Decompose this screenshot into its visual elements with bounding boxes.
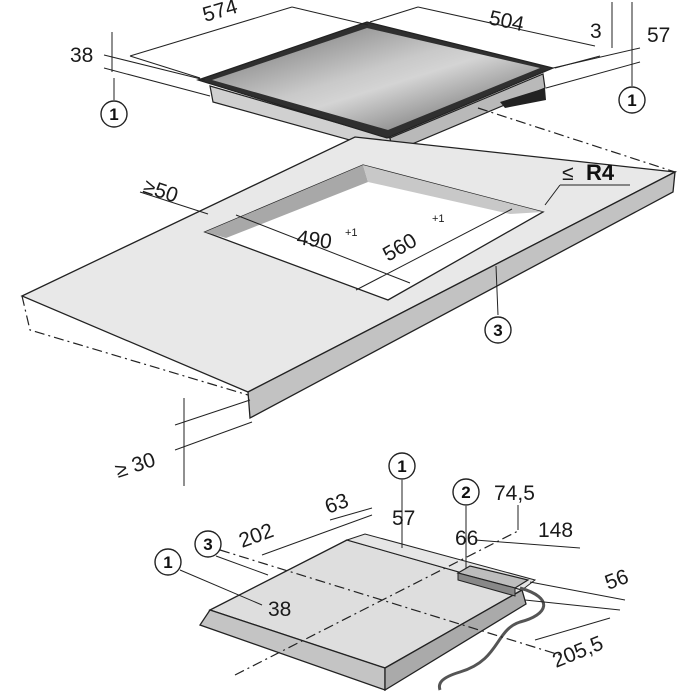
dim-202-label: 202 <box>236 519 277 553</box>
dim-line-574 <box>129 6 293 57</box>
dim-560-tol: +1 <box>432 213 445 225</box>
ext-line <box>369 6 419 23</box>
callout-3-worktop-label: 3 <box>493 321 502 340</box>
worktop-view: ≥50 490 +1 560 +1 ≤ R4 3 ≥ 30 <box>20 107 678 486</box>
ext-line <box>552 47 641 69</box>
dim-line-63 <box>329 507 373 521</box>
callout-2-connection-icon <box>452 478 480 506</box>
dim-38-label: 38 <box>70 44 93 67</box>
callout-leader <box>495 265 499 316</box>
worktop-continuation-back <box>477 107 676 173</box>
underside-body <box>208 539 524 669</box>
r4-label: R4 <box>586 160 615 185</box>
dim-490-tol: +1 <box>345 227 358 239</box>
callout-1-underside-top-label: 1 <box>397 457 406 476</box>
dim-57-under-label: 57 <box>392 507 415 530</box>
connection-box-side <box>457 572 516 597</box>
dim-line-504 <box>417 6 596 47</box>
dim-574-label: 574 <box>200 0 240 27</box>
r4-sign: ≤ <box>562 162 574 185</box>
dim-66-label: 66 <box>455 527 478 550</box>
dim-38-under-label: 38 <box>268 598 291 621</box>
callout-3-underside-label: 3 <box>203 535 212 554</box>
callout-3-worktop-icon <box>484 316 512 344</box>
cutout-inner-wall-back <box>205 165 368 238</box>
mains-cable <box>437 586 546 691</box>
cooktop-shadow <box>500 88 546 108</box>
ext-line <box>291 6 369 26</box>
callout-leader <box>215 555 269 576</box>
callout-1-left-label: 1 <box>109 105 118 124</box>
axis-line-2 <box>234 529 521 676</box>
ext-line <box>174 421 253 451</box>
cooktop-glass-surface <box>212 28 540 130</box>
callout-1-left-icon <box>100 100 128 128</box>
dim-148-label: 148 <box>538 519 573 542</box>
dim-56-label: 56 <box>602 565 632 595</box>
r4-leader <box>544 184 561 206</box>
underside-body-right <box>384 589 527 692</box>
callout-1-underside-top-icon <box>388 452 416 480</box>
ext-line <box>174 399 251 426</box>
dim-line-490 <box>235 214 411 284</box>
dim-57-label: 57 <box>647 24 670 47</box>
dim-63-label: 63 <box>322 489 352 519</box>
callout-1-underside-left-icon <box>154 548 182 576</box>
dim-line-205-5 <box>534 617 611 641</box>
underside-view: 202 63 57 74,5 66 148 56 38 205,5 1 2 1 … <box>154 452 632 692</box>
dim-3-label: 3 <box>590 20 602 43</box>
callout-leader <box>179 569 263 606</box>
dim-490-label: 490 <box>295 226 333 254</box>
dim-line-50 <box>139 191 209 215</box>
dim-min-gap-label: ≥50 <box>140 175 180 208</box>
dim-worktop-thickness-label: ≥ 30 <box>112 448 158 482</box>
cooktop-top-view: 574 504 3 57 38 1 1 <box>70 0 670 153</box>
callout-1-underside-left-label: 1 <box>163 553 172 572</box>
dim-line-560 <box>355 208 513 291</box>
ext-line <box>129 55 201 79</box>
ext-line <box>524 599 621 611</box>
callout-2-connection-label: 2 <box>461 483 470 502</box>
ext-line <box>103 54 206 81</box>
dim-line-148 <box>474 539 581 549</box>
dim-line-56 <box>529 581 626 601</box>
callout-1-right-label: 1 <box>627 91 636 110</box>
callout-1-right-icon <box>618 86 646 114</box>
callout-3-underside-icon <box>194 530 222 558</box>
dim-504-label: 504 <box>487 6 526 36</box>
ext-line <box>545 61 641 89</box>
worktop-front-edge <box>247 170 676 420</box>
dim-74-5-label: 74,5 <box>494 482 535 505</box>
dim-205-5-label: 205,5 <box>549 632 606 673</box>
ext-line <box>103 67 211 97</box>
worktop-continuation-front <box>21 295 249 396</box>
dim-line-202 <box>261 514 373 556</box>
cutout-inner-wall-right <box>363 165 543 214</box>
